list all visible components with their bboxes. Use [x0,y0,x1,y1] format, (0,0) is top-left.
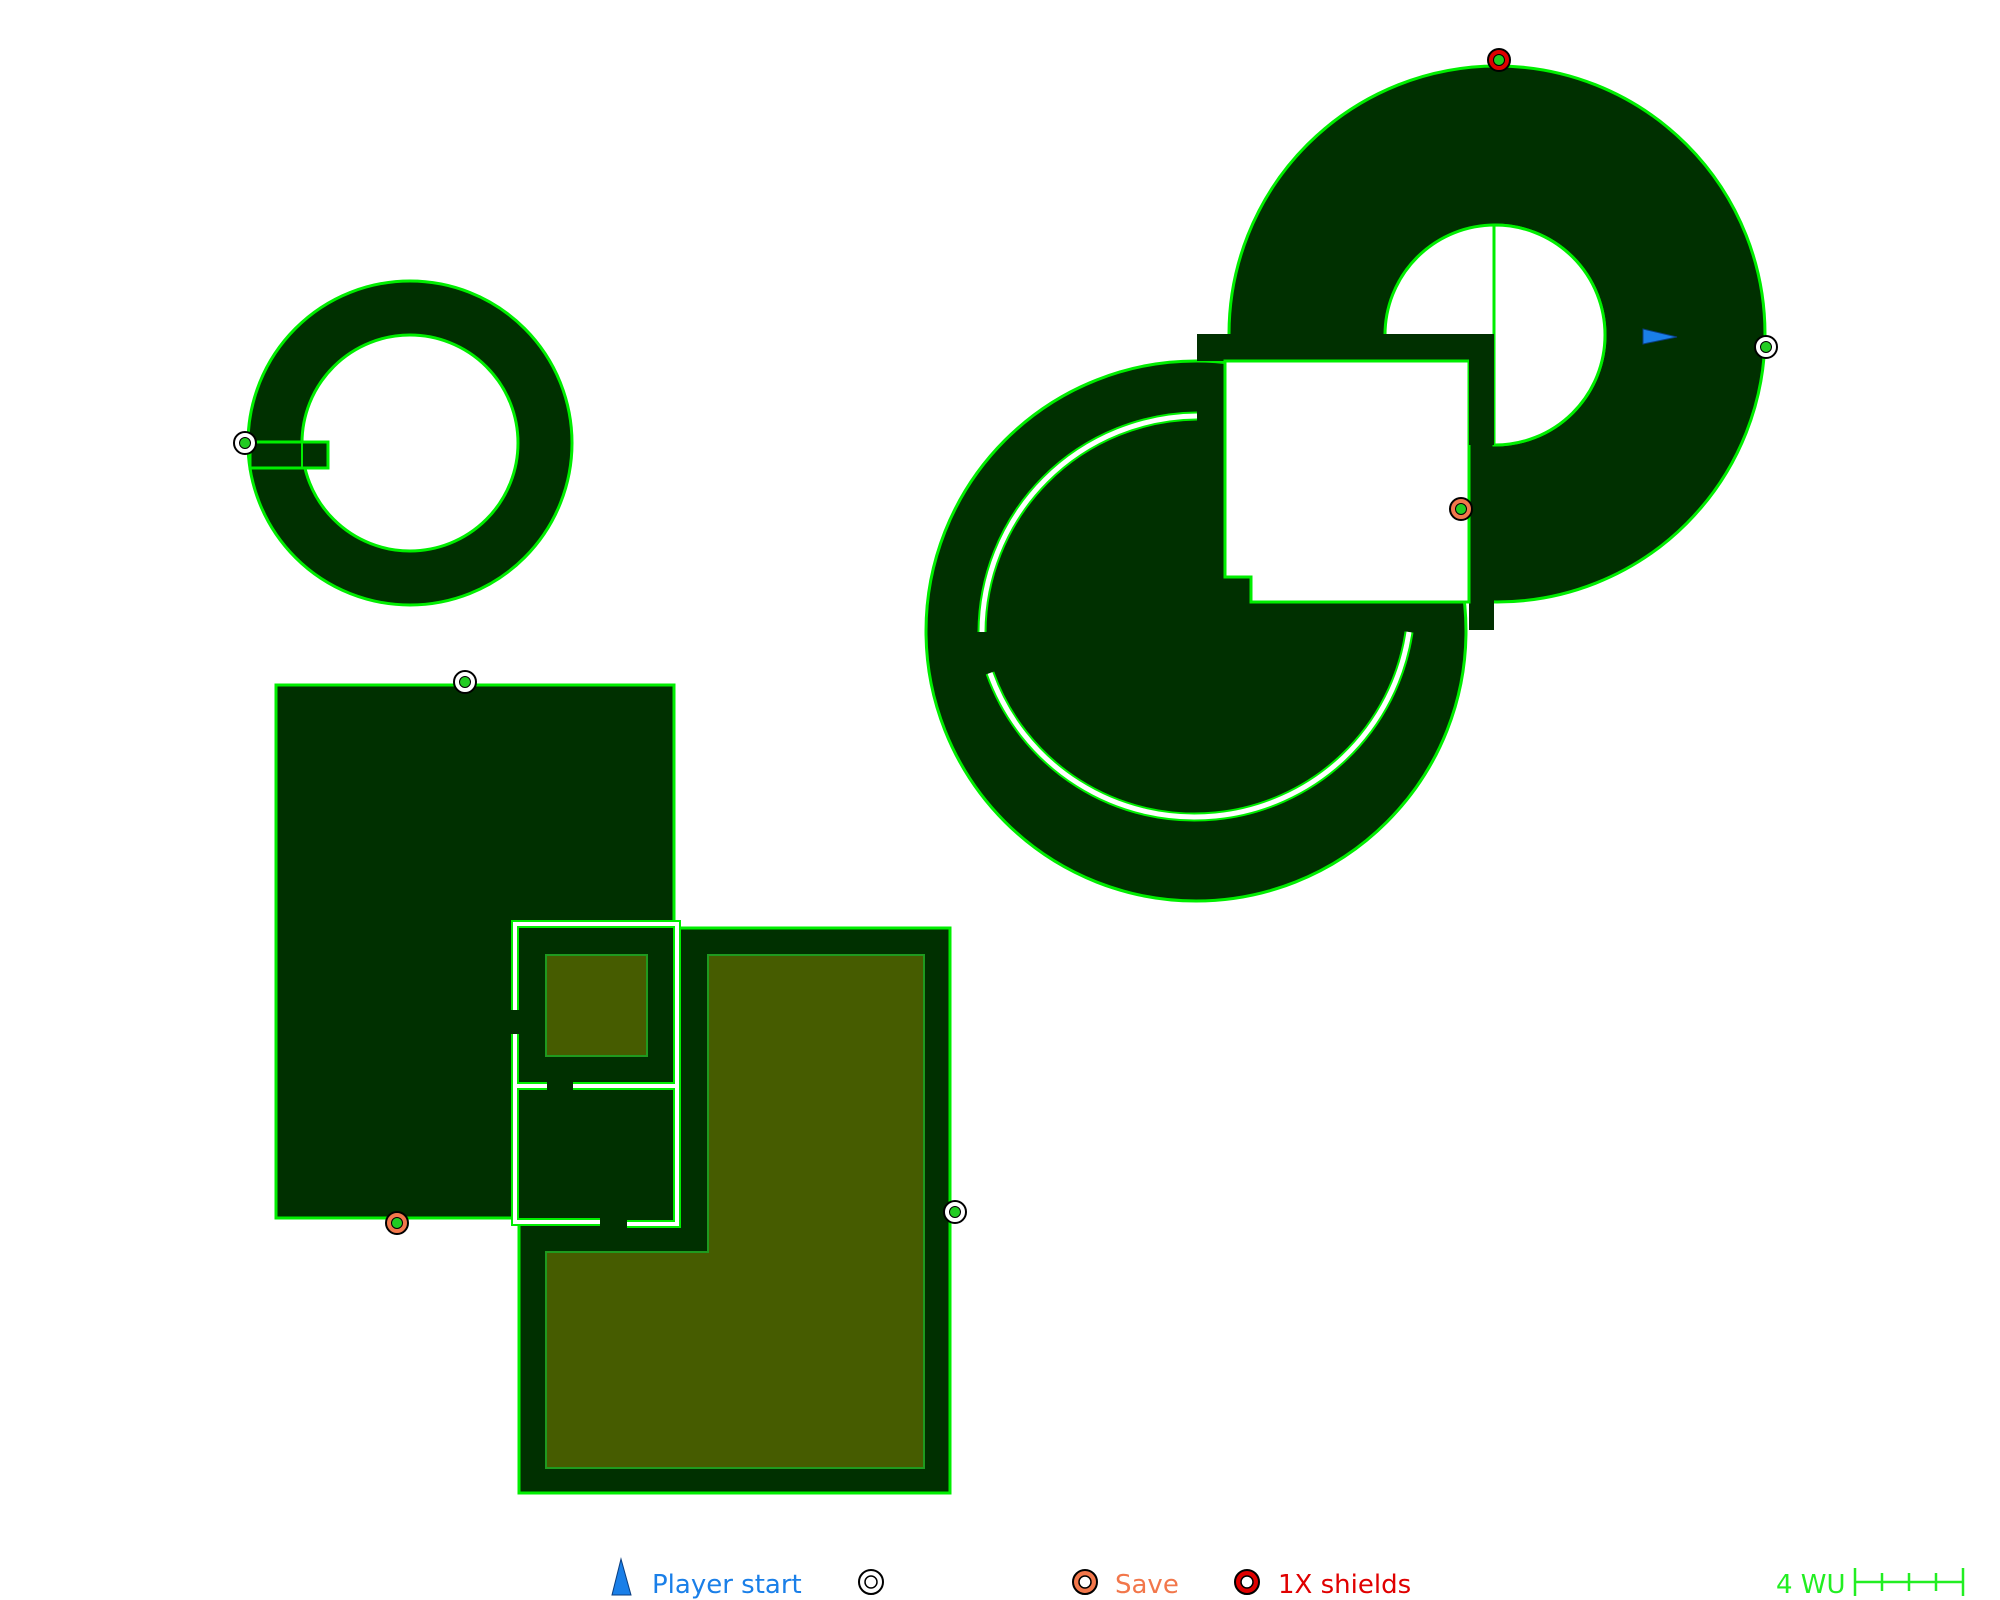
exit-marker [943,1200,967,1224]
save-ring-icon [1072,1569,1098,1595]
player-start-marker [1642,328,1678,345]
shield-marker [1487,48,1511,72]
corridor-walls [511,920,681,1228]
legend-save-label: Save [1115,1570,1179,1600]
south-complex [513,922,952,1495]
scale-bar-label: 4 WU [1776,1570,1846,1600]
exit-marker [233,431,257,455]
central-chamber [1197,223,1607,630]
legend: Player start Save 1X shields [611,1557,1411,1600]
exit-ring-icon [858,1569,884,1595]
legend-shields-label: 1X shields [1278,1570,1411,1600]
scale-bar: 4 WU [1776,1568,1965,1600]
scale-bar-ticks [1853,1568,1965,1596]
legend-player-start-label: Player start [652,1570,802,1600]
save-marker [1449,497,1473,521]
left-ring-room [246,279,574,607]
shield-ring-icon [1234,1569,1260,1595]
save-marker [385,1211,409,1235]
player-start-icon [611,1557,632,1596]
exit-marker [453,670,477,694]
exit-marker [1754,335,1778,359]
